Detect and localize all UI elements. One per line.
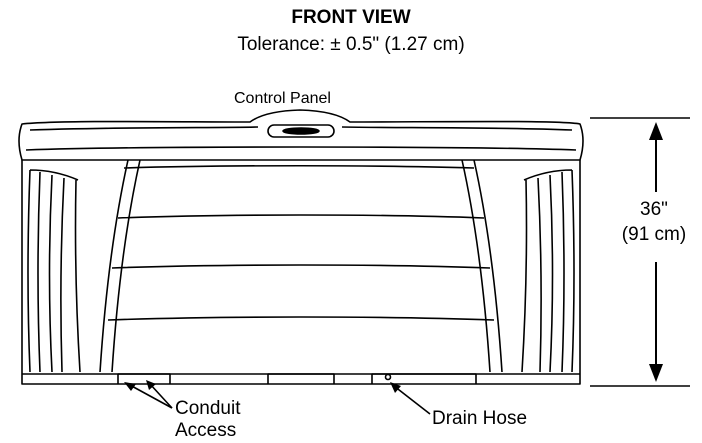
control-panel-label: Control Panel xyxy=(234,90,331,107)
left-corner-panel xyxy=(27,169,81,373)
drain-leader xyxy=(393,385,431,415)
drain-hose-label: Drain Hose xyxy=(432,408,528,429)
conduit-access-opening xyxy=(117,373,171,384)
dim-arrow-up-head xyxy=(649,122,663,140)
height-cm: (91 cm) xyxy=(621,224,687,245)
conduit-label-line2: Access xyxy=(175,420,237,441)
front-slat-3 xyxy=(111,264,491,269)
front-slat-2 xyxy=(117,214,485,219)
conduit-leader-2 xyxy=(149,383,173,409)
right-pillar xyxy=(461,159,503,373)
spa-rim-lower-line xyxy=(25,146,577,151)
conduit-leader-1 xyxy=(127,383,173,409)
dim-arrow-down-head xyxy=(649,364,663,382)
height-dimension-label: 36" (91 cm) xyxy=(606,197,702,247)
front-slat-4 xyxy=(107,316,495,321)
diagram-title: FRONT VIEW xyxy=(291,7,411,28)
front-slat-1 xyxy=(123,164,475,169)
control-panel-buttons xyxy=(282,127,320,135)
left-pillar xyxy=(99,159,141,373)
spa-cabinet xyxy=(21,160,581,385)
spa-rim-inner-line xyxy=(29,126,573,131)
tolerance-note: Tolerance: ± 0.5" (1.27 cm) xyxy=(237,34,465,55)
height-inches: 36" xyxy=(640,199,668,220)
conduit-leader-1-head xyxy=(124,382,136,391)
drain-opening xyxy=(371,373,477,384)
drain-leader-head xyxy=(390,382,401,393)
spa-top-rim xyxy=(18,109,584,161)
control-panel xyxy=(267,124,335,138)
drain-hose-port xyxy=(384,373,392,381)
conduit-leader-2-head xyxy=(146,380,156,390)
conduit-access-label: Conduit Access xyxy=(175,398,241,442)
conduit-label-line1: Conduit xyxy=(175,398,241,419)
center-base-notch xyxy=(267,373,335,384)
right-corner-panel xyxy=(521,169,575,373)
